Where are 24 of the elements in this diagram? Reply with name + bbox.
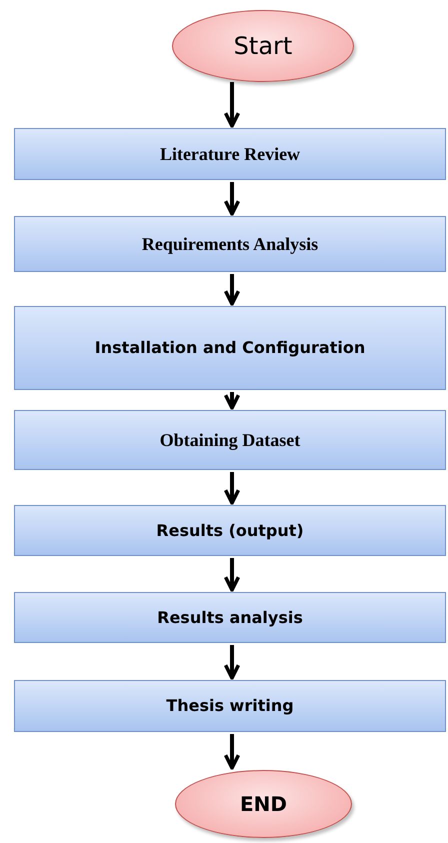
arrow	[224, 472, 240, 505]
arrow	[224, 734, 240, 770]
node-label: END	[240, 790, 287, 818]
process-box	[14, 680, 446, 732]
node-label: Installation and Configuration	[94, 337, 366, 360]
node-label: Start	[234, 30, 292, 62]
process-box	[14, 306, 446, 390]
arrow	[224, 645, 240, 680]
process-box	[14, 592, 446, 643]
arrow	[224, 182, 240, 216]
node-label: Thesis writing	[166, 695, 294, 718]
arrow	[224, 82, 240, 128]
node-label: Obtaining Dataset	[160, 428, 300, 452]
node-label: Results analysis	[157, 606, 303, 629]
arrow	[224, 274, 240, 306]
process-box	[14, 128, 446, 180]
process-box	[14, 410, 446, 470]
arrow	[224, 392, 240, 410]
node-label: Results (output)	[156, 520, 304, 542]
node-label: Literature Review	[160, 142, 300, 166]
process-box	[14, 505, 446, 556]
arrow	[224, 558, 240, 592]
node-label: Requirements Analysis	[142, 232, 318, 256]
process-box	[14, 216, 446, 272]
